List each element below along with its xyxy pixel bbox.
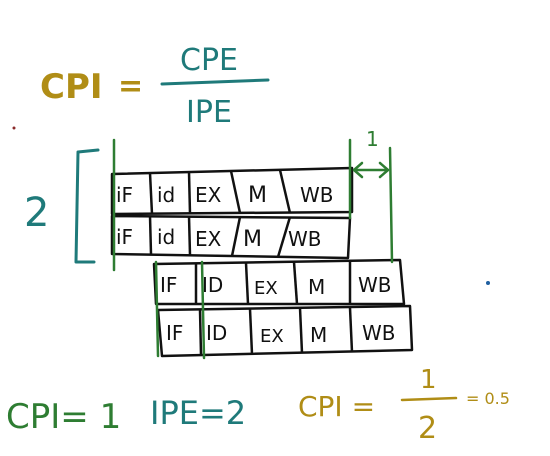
issue-width-label: 2 xyxy=(24,190,49,236)
stage-cell: id xyxy=(157,183,175,207)
stage-cell: M xyxy=(308,275,325,299)
stage-cell: WB xyxy=(300,183,334,207)
arrow-head-right-icon xyxy=(378,161,390,179)
stage-cell: WB xyxy=(358,273,392,297)
stage-cell: EX xyxy=(260,326,284,347)
pipeline-diagram: iF id EX M WB iF id EX M WB IF ID xyxy=(110,166,414,358)
stage-cell: EX xyxy=(195,227,222,251)
formula-denominator: IPE xyxy=(186,95,232,130)
pipeline-row: IF ID EX M WB xyxy=(152,258,406,306)
footer-fraction-bar xyxy=(400,396,458,402)
stage-cell: ID xyxy=(202,273,223,297)
stray-dot xyxy=(486,281,490,285)
stage-cell: M xyxy=(310,323,327,347)
stage-cell: IF xyxy=(166,321,183,345)
formula-equals: = xyxy=(118,69,143,104)
footer-frac-num: 1 xyxy=(420,365,437,395)
cycle-guide-line xyxy=(154,260,160,358)
stage-cell: M xyxy=(248,183,267,208)
formula-numerator: CPE xyxy=(180,43,238,78)
stage-cell: iF xyxy=(116,225,133,249)
stage-cell: ID xyxy=(206,321,227,345)
cycle-guide-line xyxy=(200,260,206,360)
footer-frac-den: 2 xyxy=(418,411,437,446)
stage-cell: EX xyxy=(254,278,278,299)
stray-dot xyxy=(12,126,16,130)
pipeline-row: iF id EX M WB xyxy=(110,166,354,216)
stage-cell: EX xyxy=(195,183,222,207)
stage-cell: WB xyxy=(362,321,396,345)
cycle-guides: 1 xyxy=(112,127,394,360)
stage-cell: M xyxy=(243,227,262,252)
arrow-head-left-icon xyxy=(352,161,364,179)
cpi-formula: CPI = CPE IPE xyxy=(40,43,270,130)
footer-result: = 0.5 xyxy=(466,389,510,408)
stage-cell: IF xyxy=(160,273,177,297)
footer-ipe: IPE=2 xyxy=(150,394,246,432)
issue-width-bracket: 2 xyxy=(24,148,100,264)
fraction-bar xyxy=(160,78,270,86)
formula-lhs: CPI xyxy=(40,67,103,107)
cycle-guide-line xyxy=(388,146,394,264)
footer-cpi2: CPI = xyxy=(298,390,375,423)
stage-cell: iF xyxy=(116,183,133,207)
stage-cell: WB xyxy=(288,227,322,251)
bracket-icon xyxy=(74,148,100,264)
stage-cell: id xyxy=(157,225,175,249)
footer-cpi: CPI= 1 xyxy=(6,397,121,437)
cycle-marker: 1 xyxy=(366,127,379,151)
pipeline-row: IF ID EX M WB xyxy=(156,304,414,358)
footer-equations: CPI= 1 IPE=2 CPI = 1 2 = 0.5 xyxy=(6,365,510,446)
pipeline-row: iF id EX M WB xyxy=(110,214,352,260)
